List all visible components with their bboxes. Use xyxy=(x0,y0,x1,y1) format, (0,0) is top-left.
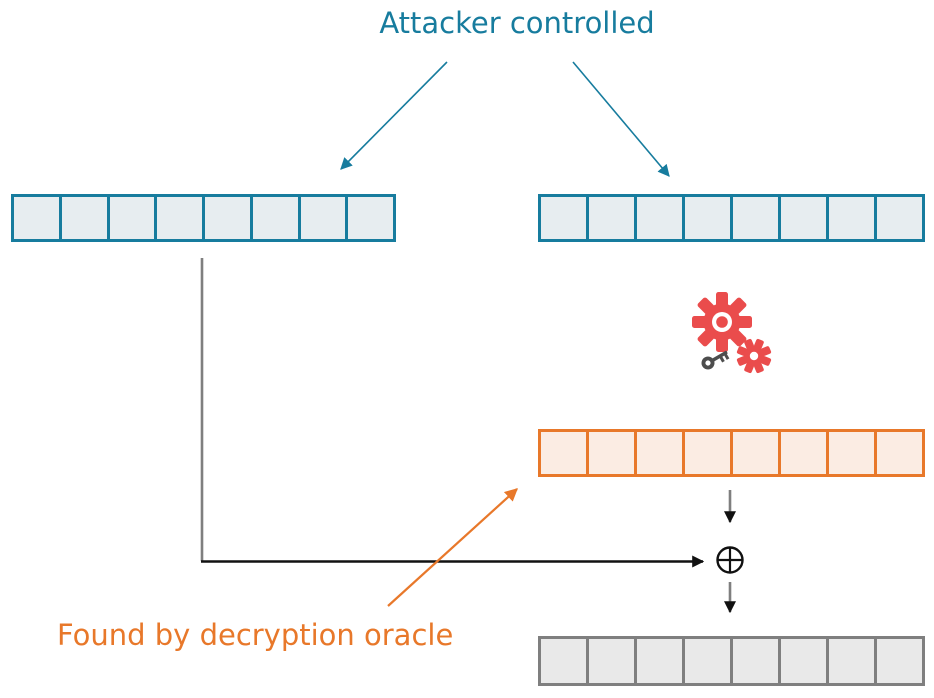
block-result xyxy=(538,636,925,686)
block-cell xyxy=(874,429,925,477)
block-cell xyxy=(826,636,877,686)
block-cell xyxy=(202,194,253,242)
gear-large-icon xyxy=(692,292,752,352)
block-cell xyxy=(682,194,733,242)
title-attacker-controlled: Attacker controlled xyxy=(379,6,655,40)
block-cell xyxy=(826,429,877,477)
block-cell xyxy=(586,429,637,477)
gears-key-icon xyxy=(692,292,772,374)
block-cell xyxy=(538,636,589,686)
block-cell xyxy=(11,194,62,242)
key-icon xyxy=(701,350,730,370)
block-cell xyxy=(249,194,301,242)
block-cell xyxy=(778,429,829,477)
block-cell xyxy=(682,636,733,686)
block-cell xyxy=(874,194,925,242)
block-oracle xyxy=(538,429,925,477)
block-cell xyxy=(730,194,781,242)
arrow-title-to-right-block xyxy=(572,61,670,177)
block-cell xyxy=(586,636,637,686)
block-cell xyxy=(586,194,637,242)
block-cell xyxy=(106,194,158,242)
arrow-caption-to-oracle xyxy=(387,488,518,607)
block-cell xyxy=(778,636,829,686)
block-cell xyxy=(826,194,877,242)
block-attacker-right xyxy=(538,194,925,242)
arrow-title-to-left-block xyxy=(340,61,448,170)
block-cell xyxy=(874,636,925,686)
block-cell xyxy=(634,636,685,686)
block-cell xyxy=(634,194,685,242)
block-cell xyxy=(634,429,685,477)
block-cell xyxy=(58,194,110,242)
xor-icon xyxy=(716,546,744,574)
block-cell xyxy=(538,429,589,477)
block-cell xyxy=(345,194,396,242)
block-cell xyxy=(538,194,589,242)
caption-decryption-oracle: Found by decryption oracle xyxy=(57,618,454,652)
block-cell xyxy=(730,636,781,686)
block-cell xyxy=(297,194,349,242)
block-cell xyxy=(682,429,733,477)
block-cell xyxy=(154,194,205,242)
gear-small-icon xyxy=(736,338,772,374)
block-cell xyxy=(778,194,829,242)
block-attacker-left xyxy=(11,194,396,242)
block-cell xyxy=(730,429,781,477)
